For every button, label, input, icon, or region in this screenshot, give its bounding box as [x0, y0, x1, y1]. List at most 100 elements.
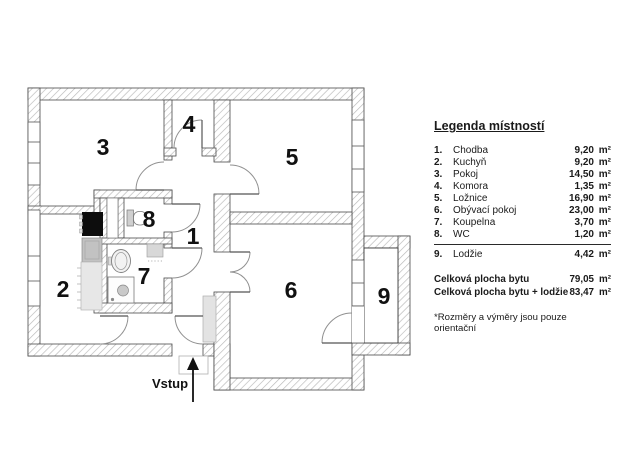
door-arc-room6-left-bottom: [229, 271, 251, 293]
total-area-unit: m²: [599, 274, 611, 285]
legend-footnote: *Rozměry a výměry jsou pouze orientační: [434, 312, 567, 334]
toilet-bowl: [133, 211, 147, 226]
wall-room4-right: [213, 99, 231, 163]
loggia-door-gap: [352, 306, 364, 343]
legend-row-unit: m²: [598, 249, 611, 260]
wall-room4-bottom-right: [201, 147, 217, 157]
room-label-3: 3: [97, 134, 110, 160]
wall-wc-top: [93, 189, 173, 199]
room-label-6: 6: [285, 277, 298, 303]
legend-row-pokoj: 3. Pokoj 14,50 m²: [434, 169, 611, 181]
legend-row-loznice: 5. Ložnice 16,90 m²: [434, 193, 611, 205]
legend-row-area: 23,00: [568, 205, 594, 216]
kitchen-counter: [80, 261, 103, 311]
legend-row-number: 2.: [434, 157, 443, 168]
total-area-with-loggia-row: Celková plocha bytu + lodžie 83,47 m²: [434, 286, 611, 299]
legend-row-number: 1.: [434, 145, 443, 156]
door-arc-room6-left-top: [229, 251, 251, 273]
legend-row-number: 8.: [434, 229, 443, 240]
loggia-floor: [363, 247, 399, 344]
legend-row-name: Pokoj: [453, 169, 479, 180]
wall-room3-right-a: [163, 99, 173, 161]
legend-row-obyvaci-pokoj: 6. Obývací pokoj 23,00 m²: [434, 205, 611, 217]
legend-row-unit: m²: [598, 193, 611, 204]
legend-row-name: Koupelna: [453, 217, 496, 228]
legend-row-area: 3,70: [574, 217, 594, 228]
window-dividers: [28, 141, 364, 344]
legend-row-unit: m²: [598, 169, 611, 180]
wall-bottom-left: [27, 343, 173, 357]
legend-row-area: 1,35: [574, 181, 594, 192]
legend-row-chodba: 1. Chodba 9,20 m²: [434, 145, 611, 157]
window-room3: [27, 121, 41, 186]
room-label-8: 8: [143, 206, 156, 232]
wall-bath-bottom: [93, 302, 173, 314]
legend-row-lodzie: 9. Lodžie 4,42 m²: [434, 249, 611, 261]
door-arc-kitchen: [99, 315, 129, 345]
room-label-4: 4: [183, 111, 196, 137]
legend-row-number: 9.: [434, 249, 443, 260]
room-label-7: 7: [138, 263, 151, 289]
legend-row-unit: m²: [598, 217, 611, 228]
entrance-arrow-icon: [187, 357, 199, 402]
total-area-with-loggia-unit: m²: [599, 287, 611, 298]
toilet-tank: [126, 209, 134, 227]
washing-machine-dot: [110, 297, 115, 302]
legend-row-name: Komora: [453, 181, 489, 192]
wall-room6-left: [213, 291, 231, 391]
window-room5: [351, 119, 365, 193]
stove-knob: [79, 214, 83, 220]
wall-hall-pillar: [213, 193, 231, 253]
kitchen-sink-basin: [84, 240, 100, 260]
legend-row-wc: 8. WC 1,20 m²: [434, 229, 611, 241]
total-area-row: Celková plocha bytu 79,05 m²: [434, 273, 611, 286]
legend-row-unit: m²: [598, 145, 611, 156]
doors: [99, 119, 353, 345]
legend-row-area: 1,20: [574, 229, 594, 240]
legend-row-name: Lodžie: [453, 249, 483, 260]
legend-separator: [434, 244, 611, 245]
washing-machine-drum: [117, 284, 129, 297]
legend-panel: Legenda místností 1. Chodba 9,20 m² 2. K…: [434, 119, 611, 334]
legend-title: Legenda místností: [434, 119, 545, 133]
legend-row-unit: m²: [598, 157, 611, 168]
wall-room5-room6: [229, 211, 353, 225]
legend-row-unit: m²: [598, 229, 611, 240]
door-arc-room4: [173, 119, 203, 149]
wall-bath-top: [99, 237, 173, 245]
door-arc-entrance: [174, 315, 204, 345]
wall-room6-bottom: [213, 377, 365, 391]
legend-row-name: Obývací pokoj: [453, 205, 517, 216]
stove-knob: [79, 221, 83, 227]
legend-row-unit: m²: [598, 181, 611, 192]
wall-top: [27, 87, 365, 101]
legend-row-number: 4.: [434, 181, 443, 192]
door-arc-room5: [229, 164, 260, 195]
legend-row-area: 16,90: [568, 193, 594, 204]
room-label-9: 9: [378, 283, 391, 309]
room-label-5: 5: [286, 144, 299, 170]
counter-ticks: [77, 267, 81, 309]
wall-shaft-wc: [117, 197, 125, 239]
legend-row-komora: 4. Komora 1,35 m²: [434, 181, 611, 193]
door-arc-loggia: [321, 312, 353, 344]
room-label-2: 2: [57, 276, 70, 302]
legend-row-number: 6.: [434, 205, 443, 216]
legend-row-unit: m²: [598, 205, 611, 216]
washbasin-inner: [114, 252, 128, 270]
wall-loggia-bottom: [351, 342, 411, 356]
hall-closet: [202, 295, 217, 343]
boiler: [146, 243, 164, 258]
legend-row-name: Chodba: [453, 145, 489, 156]
legend-row-koupelna: 7. Koupelna 3,70 m²: [434, 217, 611, 229]
legend-row-area: 9,20: [574, 145, 594, 156]
legend-row-kuchyn: 2. Kuchyň 9,20 m²: [434, 157, 611, 169]
stove-knob: [79, 228, 83, 234]
legend-row-name: Ložnice: [453, 193, 488, 204]
wall-room4-bottom-left: [163, 147, 177, 157]
legend-row-area: 4,42: [574, 249, 594, 260]
washbasin: [111, 249, 131, 273]
door-arc-room3: [135, 161, 165, 191]
